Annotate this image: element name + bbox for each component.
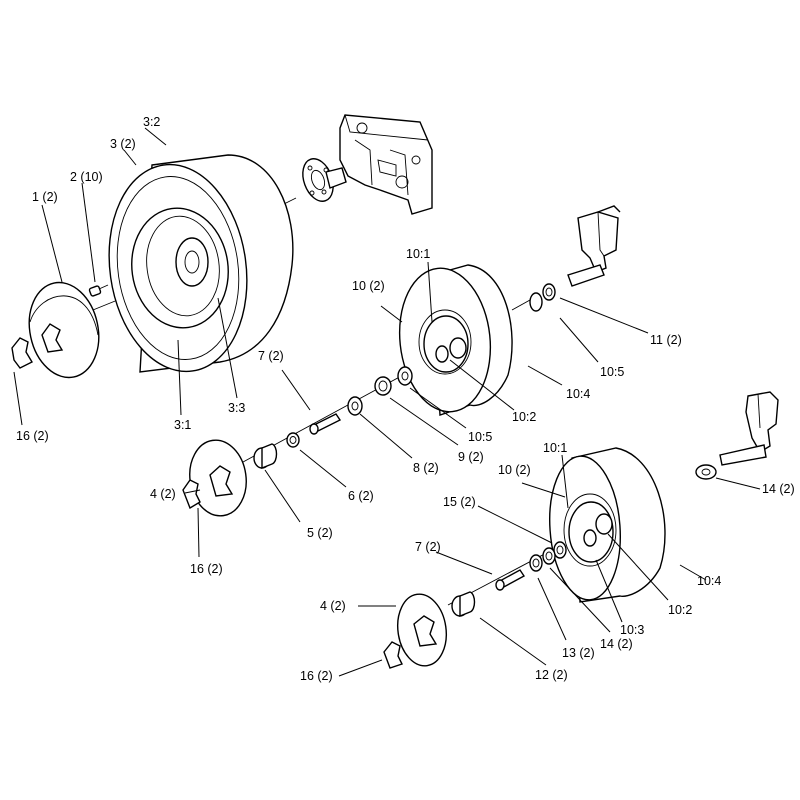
decal-16-upper [182,479,201,510]
washer-13 [529,554,543,572]
callout-4-b: 4 (2) [320,599,346,613]
callout-3-1: 3:1 [174,418,191,432]
spacer-10-5 [397,366,413,386]
callout-10-3: 10:3 [620,623,644,637]
callout-labels: 3:2 3 (2) 2 (10) 1 (2) 16 (2) 3:1 3:3 10… [16,115,795,683]
callout-4-a: 4 (2) [150,487,176,501]
callout-6: 6 (2) [348,489,374,503]
washer-14-right [695,464,717,480]
callout-3-3: 3:3 [228,401,245,415]
callout-8: 8 (2) [413,461,439,475]
callout-5: 5 (2) [307,526,333,540]
callout-15: 15 (2) [443,495,476,509]
callout-16-a: 16 (2) [16,429,49,443]
bolt-7-upper [309,413,342,435]
callout-10-4-b: 10:4 [697,574,721,588]
callout-3: 3 (2) [110,137,136,151]
callout-10-a: 10 (2) [352,279,385,293]
callout-10-5-b: 10:5 [468,430,492,444]
hub-flange [302,158,347,202]
drive-tire [108,154,294,373]
leader-lines [13,127,761,677]
callout-3-2: 3:2 [143,115,160,129]
callout-11: 11 (2) [650,333,682,347]
callout-16-b: 16 (2) [190,562,223,576]
decal [11,337,33,369]
decal-16-lower [383,641,403,669]
washer-14-lower [542,547,556,565]
bearing-10-5 [529,283,556,312]
callout-14-b: 14 (2) [600,637,633,651]
caster-tire-upper [398,264,513,416]
callout-10-1-a: 10:1 [406,247,430,261]
callout-9: 9 (2) [458,450,484,464]
washer-9 [374,376,392,396]
bushing-12 [451,591,476,618]
callout-7-a: 7 (2) [258,349,284,363]
washer-15 [553,541,567,559]
cover-4-upper [189,439,247,517]
callout-12: 12 (2) [535,668,568,682]
callout-2: 2 (10) [70,170,103,184]
callout-10-b: 10 (2) [498,463,531,477]
washer-8 [347,396,363,416]
callout-14-a: 14 (2) [762,482,795,496]
callout-10-2-b: 10:2 [668,603,692,617]
callout-10-1-b: 10:1 [543,441,567,455]
wheel-cover [28,281,100,379]
callout-7-b: 7 (2) [415,540,441,554]
caster-fork-upper [567,205,621,287]
nut-6 [286,432,300,448]
callout-16-c: 16 (2) [300,669,333,683]
bolt-7-lower [495,569,526,591]
callout-10-4-a: 10:4 [566,387,590,401]
callout-13: 13 (2) [562,646,595,660]
lug-nut [88,284,109,297]
callout-1: 1 (2) [32,190,58,204]
callout-10-2-a: 10:2 [512,410,536,424]
bushing-5 [253,443,278,470]
caster-fork-lower [719,391,779,466]
callout-10-5-a: 10:5 [600,365,624,379]
transmission-housing [339,114,433,215]
caster-tire-lower [549,447,666,603]
cover-4-lower [397,593,447,667]
